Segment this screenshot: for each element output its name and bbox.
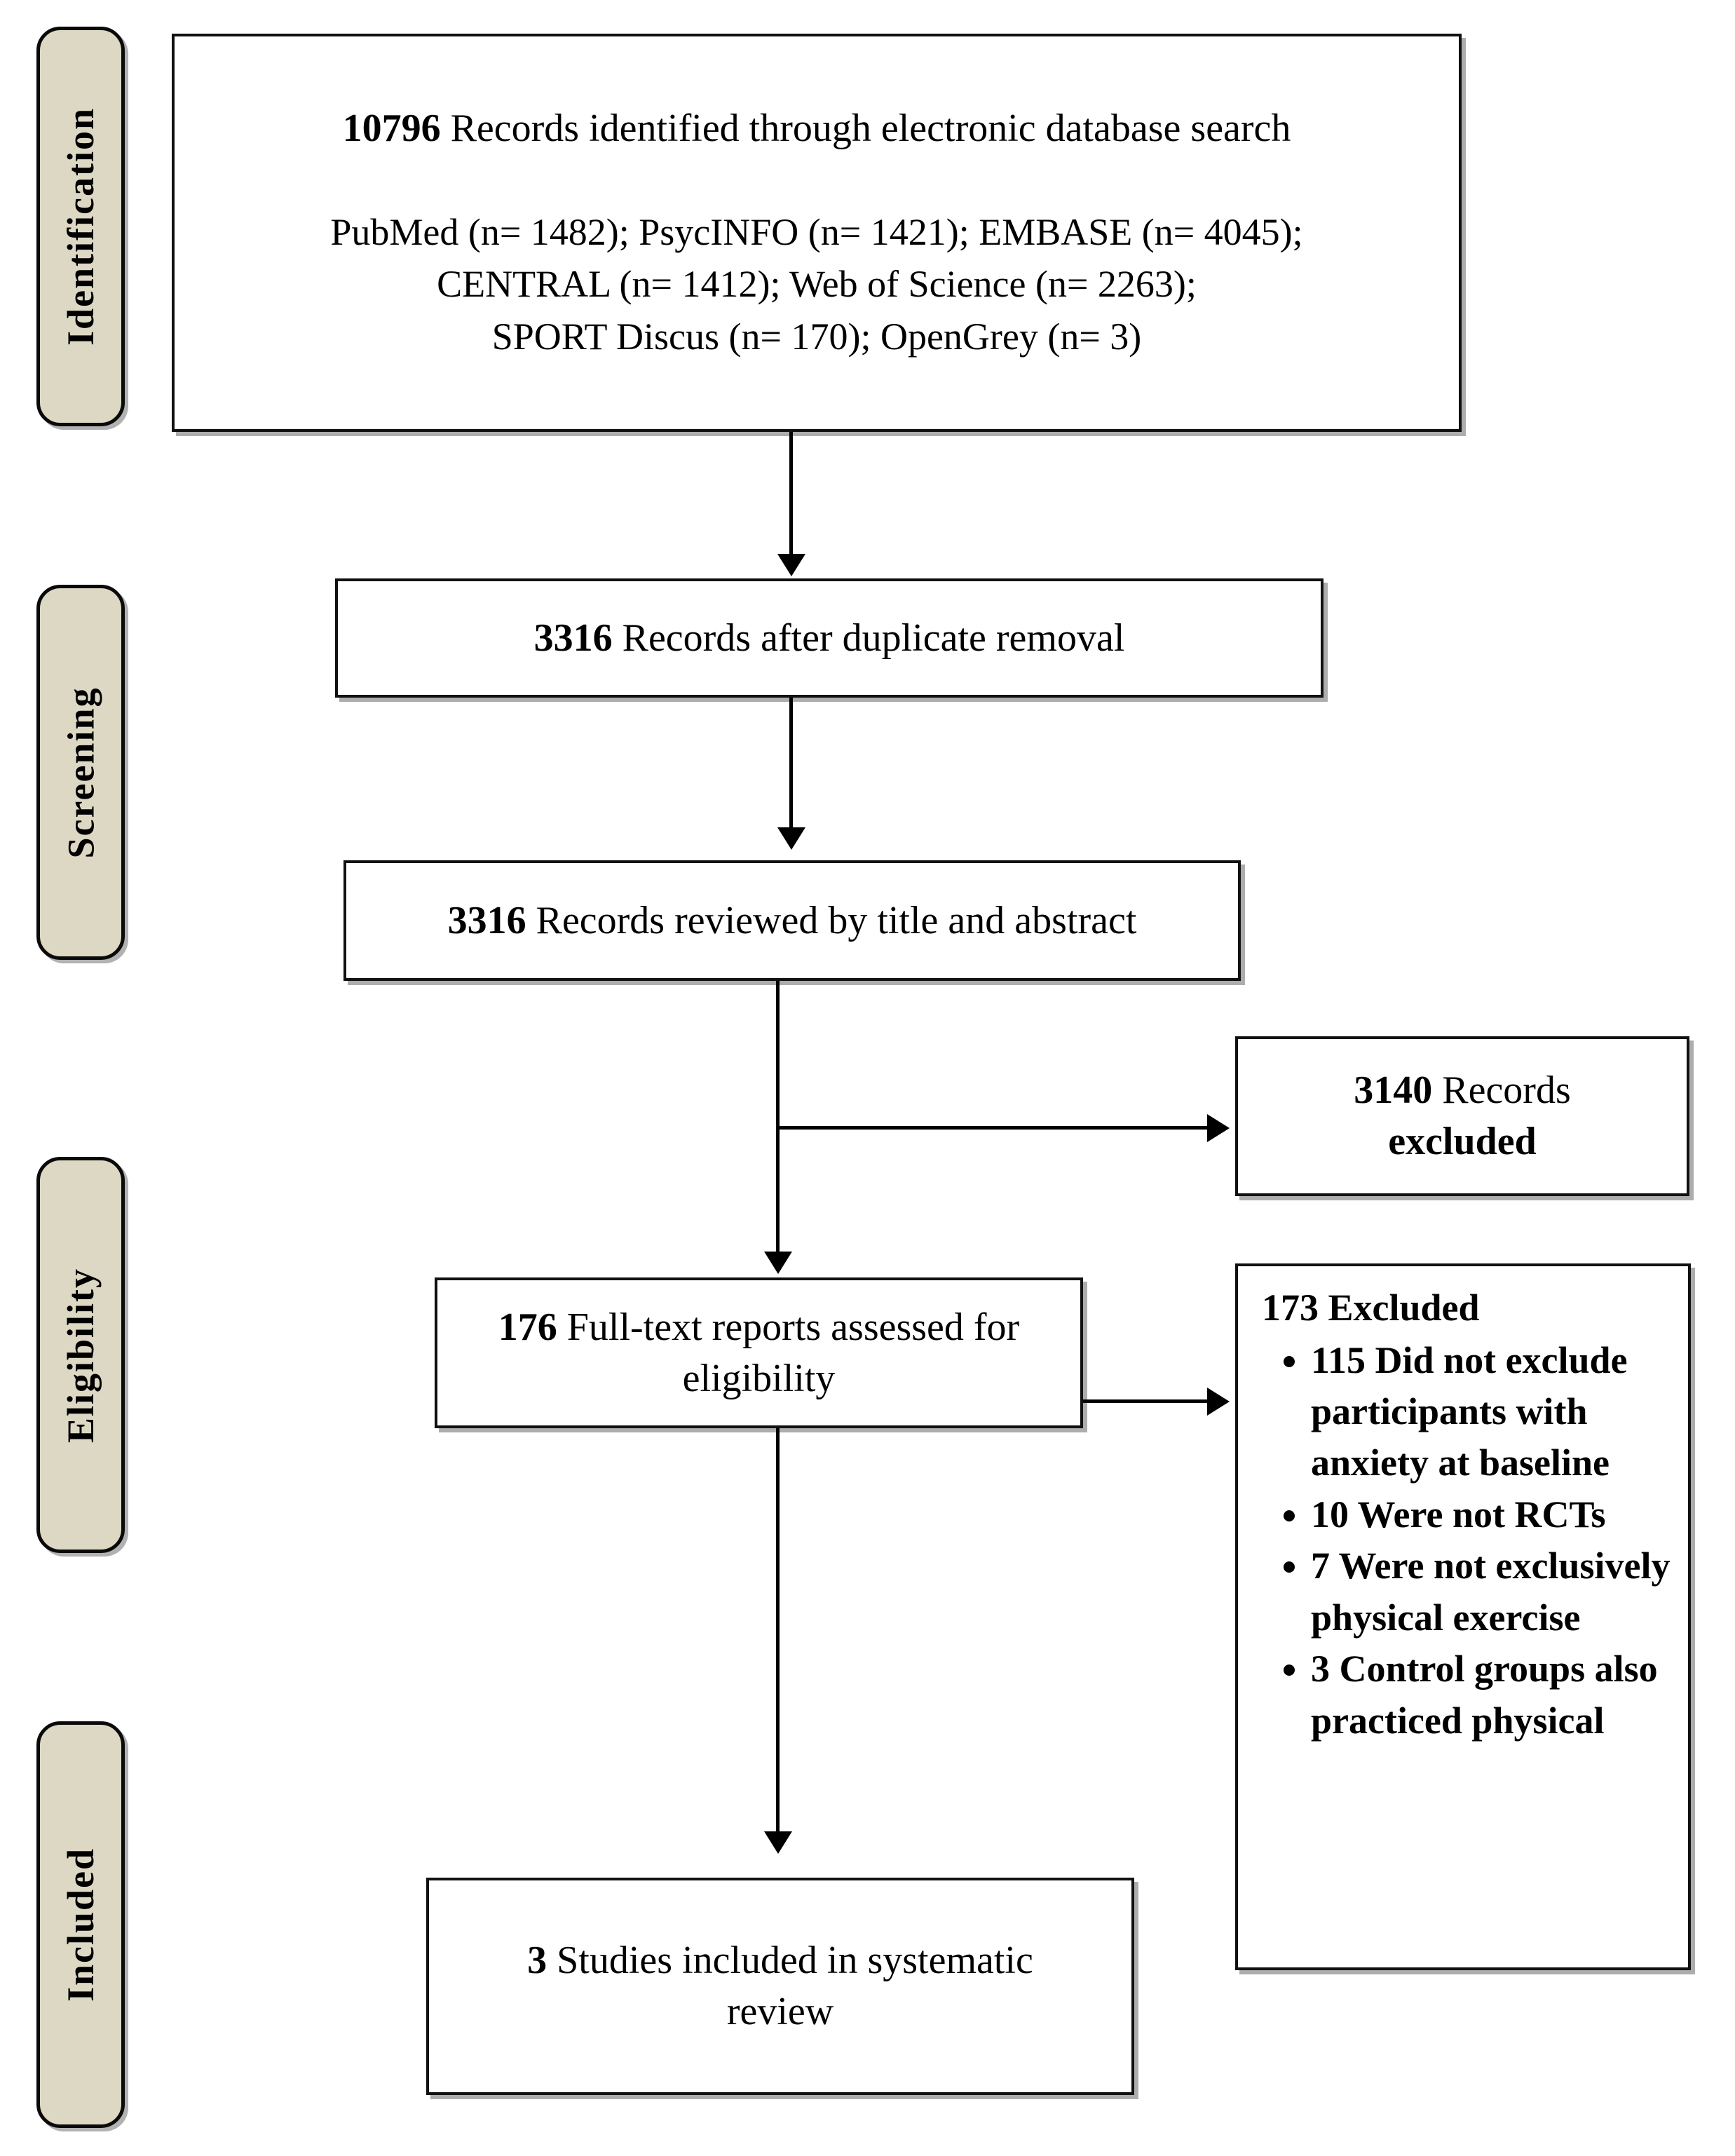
duplicates-count: 3316 [533, 616, 613, 660]
list-item: 115 Did not exclude participants with an… [1311, 1335, 1688, 1489]
included-line: 3 Studies included in systematic review [514, 1935, 1047, 2038]
stage-tab-eligibility: Eligibility [36, 1157, 125, 1553]
fulltext-excluded-count: 173 [1262, 1287, 1319, 1329]
database-source-line: PubMed (n= 1482); PsycINFO (n= 1421); EM… [330, 210, 1303, 253]
arrow-title-abstract-to-fulltext [764, 1252, 792, 1274]
records-excluded-line2: excluded [1388, 1120, 1537, 1163]
records-excluded-line1: 3140 Records [1354, 1065, 1571, 1116]
records-identified-headline: 10796 Records identified through electro… [343, 103, 1291, 154]
included-text: Studies included in systematic review [547, 1939, 1033, 2033]
records-excluded-text: Records [1432, 1069, 1571, 1113]
list-item: 7 Were not exclusively physical exercise [1311, 1540, 1688, 1643]
stage-tab-screening: Screening [36, 585, 125, 960]
duplicates-line: 3316 Records after duplicate removal [534, 613, 1125, 664]
title-abstract-line: 3316 Records reviewed by title and abstr… [448, 895, 1137, 947]
database-source-line: CENTRAL (n= 1412); Web of Science (n= 22… [437, 263, 1197, 306]
connector-fulltext-to-excluded-detail [1083, 1399, 1209, 1403]
duplicates-text: Records after duplicate removal [612, 616, 1125, 660]
box-records-excluded: 3140 Records excluded [1235, 1036, 1689, 1196]
box-studies-included: 3 Studies included in systematic review [426, 1878, 1134, 2095]
fulltext-text: Full-text reports assessed for eligibili… [557, 1305, 1020, 1400]
fulltext-line: 176 Full-text reports assessed for eligi… [458, 1302, 1061, 1404]
records-excluded-count: 3140 [1354, 1069, 1433, 1113]
stage-tab-identification: Identification [36, 27, 125, 426]
fulltext-excluded-heading: 173 Excluded [1262, 1284, 1480, 1332]
list-item: 10 Were not RCTs [1311, 1489, 1688, 1540]
box-records-after-duplicates: 3316 Records after duplicate removal [335, 578, 1324, 698]
connector-fulltext-to-included [776, 1428, 780, 1842]
connector-identification-to-screening [789, 432, 793, 565]
database-source-list: PubMed (n= 1482); PsycINFO (n= 1421); EM… [330, 206, 1302, 363]
fulltext-count: 176 [498, 1305, 557, 1349]
box-records-reviewed-title-abstract: 3316 Records reviewed by title and abstr… [343, 860, 1241, 981]
records-identified-count: 10796 [342, 106, 441, 150]
database-source-line: SPORT Discus (n= 170); OpenGrey (n= 3) [491, 315, 1142, 358]
arrow-fulltext-to-included [764, 1831, 792, 1854]
stage-label-screening: Screening [60, 686, 102, 858]
box-fulltext-assessed: 176 Full-text reports assessed for eligi… [435, 1277, 1083, 1428]
stage-label-included: Included [60, 1847, 102, 2002]
title-abstract-text: Records reviewed by title and abstract [526, 898, 1137, 942]
arrow-duplicates-to-title-abstract [777, 827, 805, 850]
list-item: 3 Control groups also practiced physical [1311, 1643, 1688, 1747]
arrow-identification-to-screening [777, 554, 805, 576]
connector-duplicates-to-title-abstract [789, 698, 793, 838]
arrow-records-excluded [1207, 1114, 1230, 1142]
records-identified-text: Records identified through electronic da… [440, 106, 1291, 150]
connector-title-abstract-to-fulltext [776, 981, 780, 1261]
stage-label-eligibility: Eligibility [60, 1267, 102, 1443]
included-count: 3 [527, 1939, 547, 1983]
box-fulltext-excluded-reasons: 173 Excluded 115 Did not exclude partici… [1235, 1263, 1691, 1970]
connector-branch-records-excluded [776, 1126, 1211, 1130]
box-records-identified: 10796 Records identified through electro… [172, 34, 1462, 432]
fulltext-excluded-heading-text: Excluded [1319, 1287, 1480, 1329]
arrow-fulltext-excluded-detail [1207, 1388, 1230, 1416]
stage-tab-included: Included [36, 1721, 125, 2128]
fulltext-excluded-reason-list: 115 Did not exclude participants with an… [1238, 1335, 1688, 1747]
title-abstract-count: 3316 [447, 898, 526, 942]
stage-label-identification: Identification [60, 107, 102, 346]
